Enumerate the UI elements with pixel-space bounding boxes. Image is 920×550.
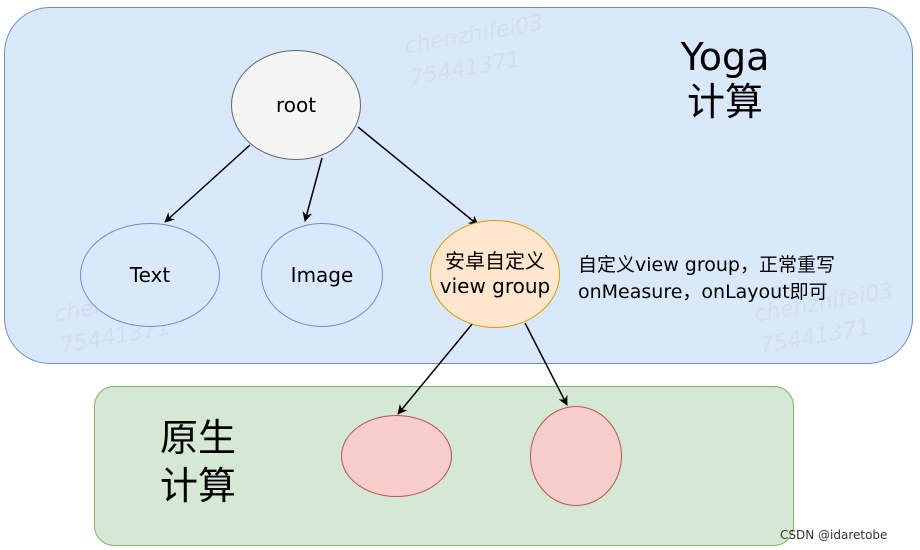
native-title-line2: 计算 [159, 463, 236, 508]
yoga-title-line1: Yoga [680, 35, 770, 79]
yoga-region-title: Yoga 计算 [640, 35, 810, 125]
root-node: root [231, 50, 361, 160]
custom-view-group-label-line2: view group [439, 274, 551, 298]
edge-custom-to-native-child-2 [524, 322, 568, 406]
root-node-label: root [275, 92, 317, 117]
edge-root-to-custom-view-group [357, 126, 479, 226]
edge-custom-to-native-child-1 [397, 322, 474, 415]
yoga-title-line2: 计算 [686, 79, 763, 124]
native-title-line1: 原生 [159, 416, 236, 460]
native-child-node-2 [530, 406, 622, 506]
image-node: Image [261, 223, 383, 327]
custom-view-group-annotation: 自定义view group，正常重写 onMeasure，onLayout即可 [578, 252, 908, 305]
annotation-line1: 自定义view group，正常重写 [578, 254, 835, 276]
edge-root-to-text [164, 144, 251, 223]
custom-view-group-node: 安卓自定义 view group [430, 220, 560, 328]
edge-root-to-image [302, 157, 323, 222]
annotation-line2: onMeasure，onLayout即可 [578, 280, 828, 303]
text-node-label: Text [129, 262, 171, 287]
custom-view-group-label-line1: 安卓自定义 [445, 249, 545, 273]
native-region-title: 原生 计算 [148, 415, 248, 510]
image-node-label: Image [290, 262, 354, 287]
native-child-node-1 [341, 415, 452, 497]
source-credit: CSDN @idaretobe [780, 528, 888, 542]
text-node: Text [80, 223, 220, 327]
